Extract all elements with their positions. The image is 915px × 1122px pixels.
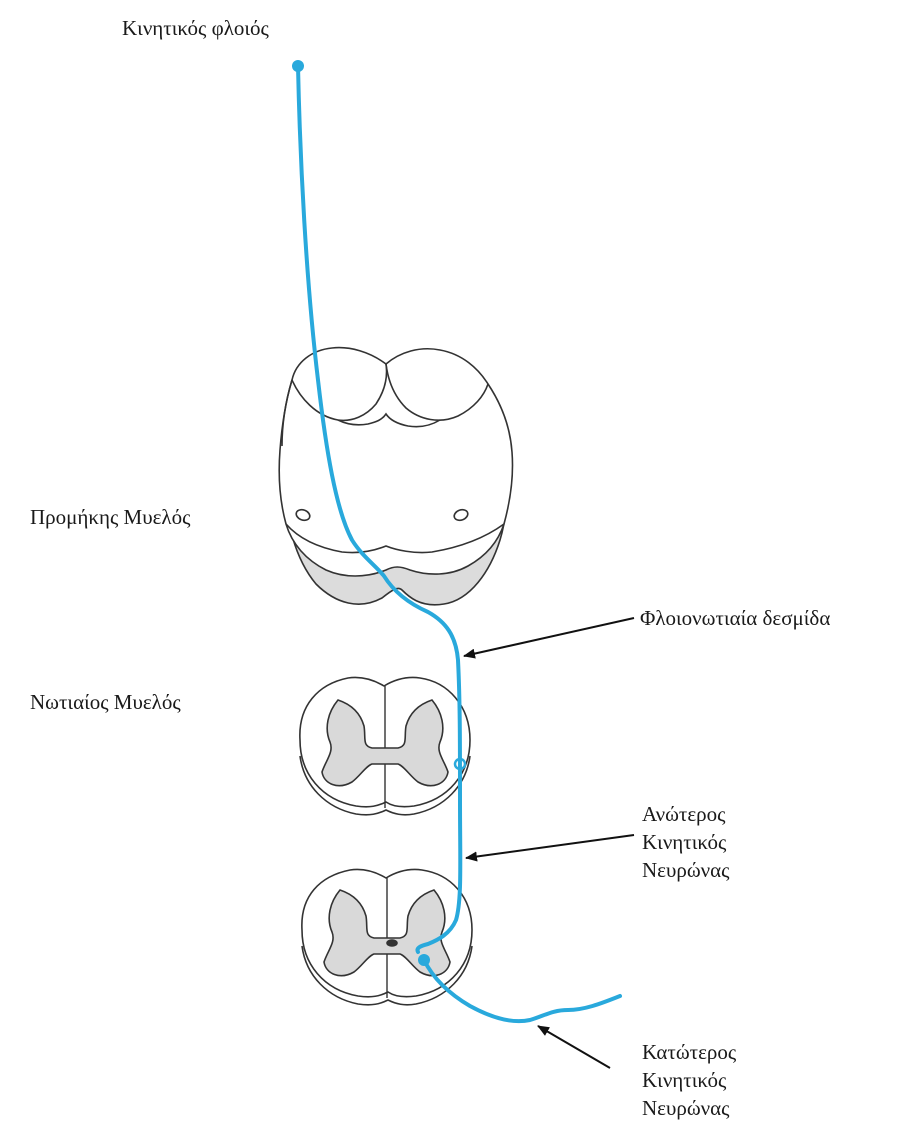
central-canal [387,940,397,946]
upper-motor-neuron-line-3: Νευρώνας [642,856,730,884]
spinal-section-lower [302,869,472,1004]
arrow-corticospinal-tract [464,618,634,656]
medulla-section [279,348,512,605]
upper-motor-neuron-label: Ανώτερος Κινητικός Νευρώνας [642,800,730,884]
upper-motor-neuron-line-1: Ανώτερος [642,800,730,828]
motor-cortex-soma [292,60,304,72]
lower-motor-neuron-line-3: Νευρώνας [642,1094,736,1122]
spinal-section-upper [300,677,470,814]
corticospinal-tract-label: Φλοιονωτιαία δεσμίδα [640,604,830,632]
motor-cortex-label: Κινητικός φλοιός [122,14,269,42]
lower-motor-neuron-line-1: Κατώτερος [642,1038,736,1066]
arrow-upper-motor-neuron [466,835,634,858]
medulla-label: Προμήκης Μυελός [30,503,190,531]
medulla-body [279,348,512,576]
arrow-lower-motor-neuron [538,1026,610,1068]
spinal-cord-label: Νωτιαίος Μυελός [30,688,181,716]
lower-motor-neuron-line-2: Κινητικός [642,1066,736,1094]
lower-motor-neuron-label: Κατώτερος Κινητικός Νευρώνας [642,1038,736,1122]
lower-motor-neuron-soma [418,954,430,966]
upper-motor-neuron-line-2: Κινητικός [642,828,730,856]
